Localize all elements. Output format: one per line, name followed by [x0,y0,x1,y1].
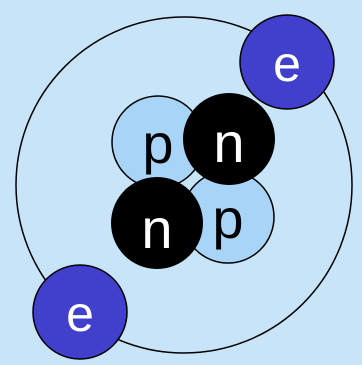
neutron-2: n [111,177,203,269]
electron-2: e [32,264,128,360]
electron-2-label: e [66,286,94,342]
proton-2: p [181,170,275,264]
neutron-1-label: n [213,111,244,174]
electron-orbit [15,16,353,354]
proton-2-label: p [212,187,243,250]
electron-1: e [239,14,335,110]
electron-1-label: e [273,36,301,92]
proton-1-label: p [142,112,173,175]
neutron-1: n [183,93,275,185]
neutron-2-label: n [141,197,172,260]
